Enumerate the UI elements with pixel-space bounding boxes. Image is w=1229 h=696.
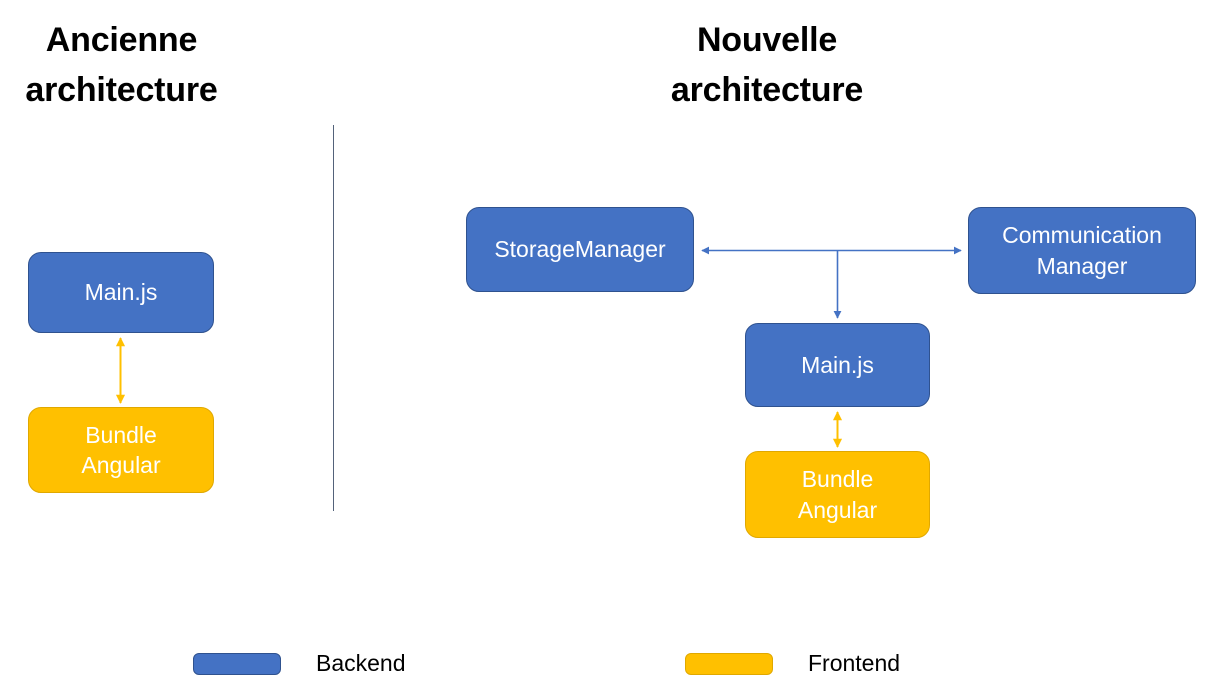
node-new-bundle-angular[interactable]: Bundle Angular <box>745 451 930 538</box>
legend-label-backend: Backend <box>316 650 406 676</box>
legend-item-backend: Backend <box>193 650 406 677</box>
node-new-main-js[interactable]: Main.js <box>745 323 930 407</box>
node-communication-manager[interactable]: Communication Manager <box>968 207 1196 294</box>
legend-swatch-frontend <box>685 652 773 675</box>
node-storage-manager[interactable]: StorageManager <box>466 207 694 292</box>
legend-item-frontend: Frontend <box>685 650 900 677</box>
panel-title-old: Ancienne architecture <box>25 21 218 110</box>
legend-label-frontend: Frontend <box>808 650 901 676</box>
node-old-main-js[interactable]: Main.js <box>28 252 214 333</box>
node-old-bundle-angular[interactable]: Bundle Angular <box>28 407 214 493</box>
panel-title-new: Nouvelle architecture <box>670 21 864 110</box>
legend-swatch-backend <box>193 652 281 675</box>
panel-divider <box>333 125 334 511</box>
